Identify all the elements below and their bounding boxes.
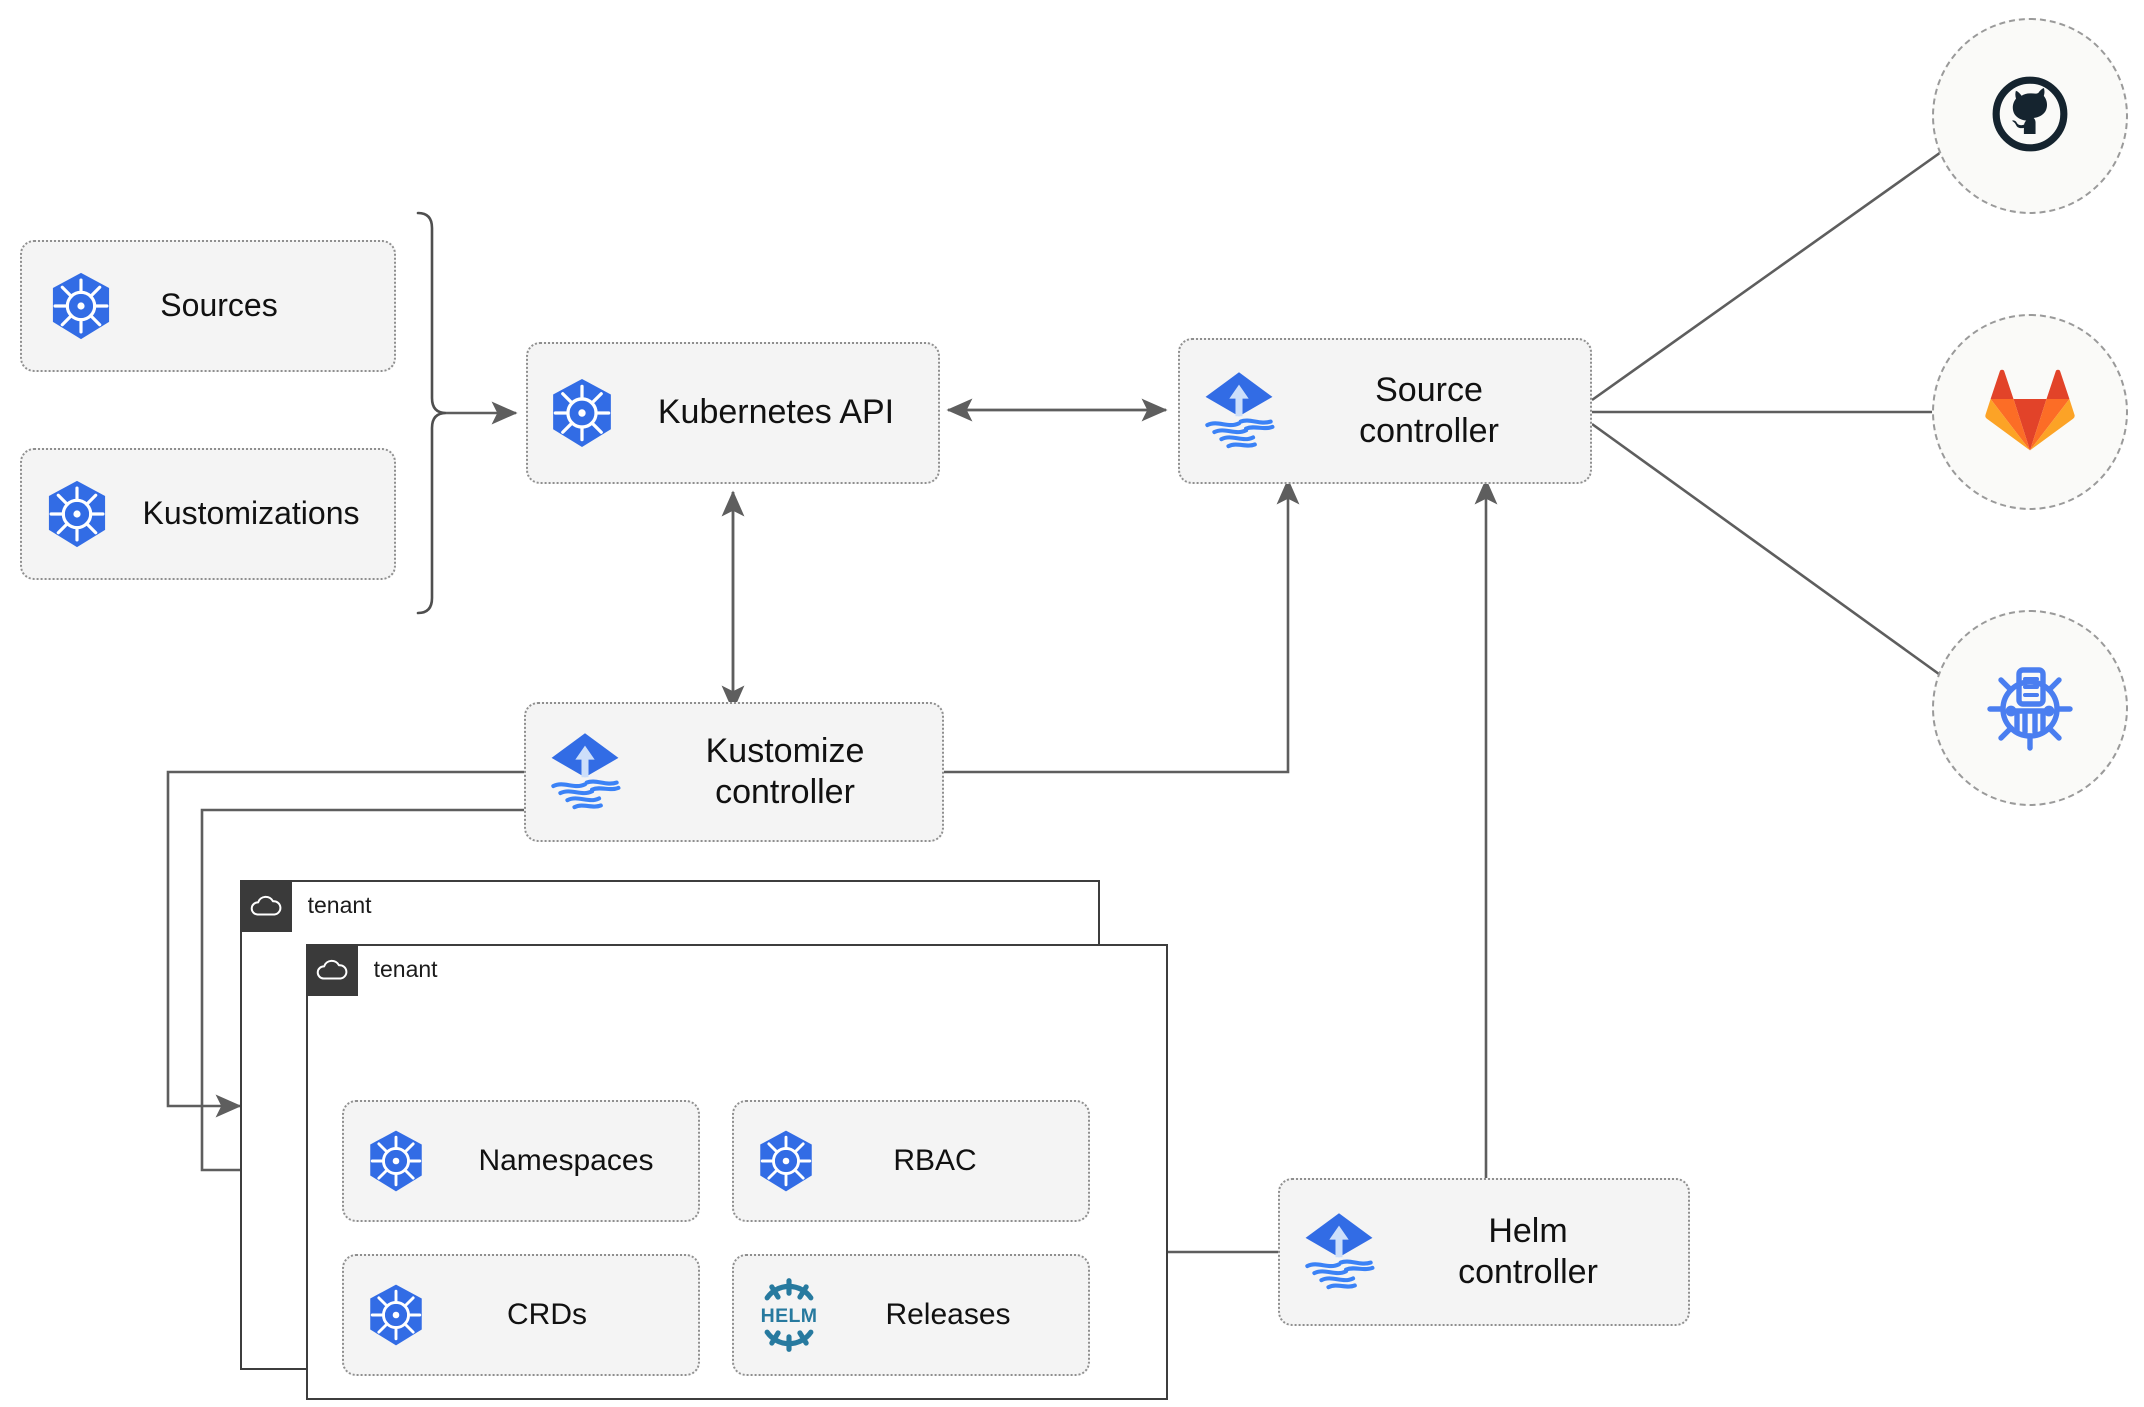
node-sources[interactable]: Sources: [20, 240, 396, 372]
node-label: Helm controller: [1458, 1211, 1598, 1291]
node-label: Source controller: [1359, 370, 1499, 450]
tenant-label: tenant: [307, 892, 372, 919]
tenant-titlebar: tenant: [305, 943, 438, 996]
node-label: Kustomizations: [142, 495, 360, 532]
kubernetes-icon: [22, 270, 140, 342]
node-kustomizations[interactable]: Kustomizations: [20, 448, 396, 580]
github-icon: [1983, 67, 2077, 166]
cloud-icon: [305, 943, 358, 996]
provider-helm-repository[interactable]: [1932, 610, 2128, 806]
tenant-label: tenant: [373, 956, 438, 983]
gitlab-icon: [1984, 366, 2076, 459]
provider-github[interactable]: [1932, 18, 2128, 214]
node-source-controller[interactable]: Source controller: [1178, 338, 1592, 484]
kubernetes-icon: [734, 1128, 838, 1194]
node-helm-controller[interactable]: Helm controller: [1278, 1178, 1690, 1326]
node-label: Namespaces: [478, 1143, 654, 1177]
node-namespaces[interactable]: Namespaces: [342, 1100, 700, 1222]
kubernetes-icon: [22, 478, 132, 550]
kubernetes-icon: [344, 1282, 448, 1348]
kubernetes-icon: [528, 376, 636, 450]
node-releases[interactable]: HELM Releases: [732, 1254, 1090, 1376]
node-label: Releases: [885, 1297, 1011, 1331]
cloud-icon: [239, 879, 292, 932]
tenant-window-inner[interactable]: tenant Namespaces: [305, 943, 1168, 1400]
helm-repository-icon: [1980, 656, 2080, 761]
flux-icon: [1180, 367, 1298, 455]
node-label: RBAC: [893, 1143, 977, 1177]
tenant-titlebar: tenant: [239, 879, 372, 932]
edge-source-to-github: [1591, 126, 1977, 402]
node-label: Kustomize controller: [705, 731, 865, 811]
kubernetes-icon: [344, 1128, 448, 1194]
node-kubernetes-api[interactable]: Kubernetes API: [526, 342, 940, 484]
node-label: Sources: [160, 287, 278, 324]
node-crds[interactable]: CRDs: [342, 1254, 700, 1376]
node-rbac[interactable]: RBAC: [732, 1100, 1090, 1222]
node-label: Kubernetes API: [657, 393, 895, 432]
svg-text:HELM: HELM: [761, 1305, 818, 1327]
flux-icon: [526, 728, 644, 816]
edge-kustomize-to-source: [944, 478, 1300, 774]
provider-gitlab[interactable]: [1932, 314, 2128, 510]
flux-icon: [1280, 1208, 1398, 1296]
node-kustomize-controller[interactable]: Kustomize controller: [524, 702, 944, 842]
helm-icon: HELM: [734, 1276, 844, 1354]
edge-source-to-bucket: [1591, 422, 1977, 702]
resources-group-bracket: [416, 211, 447, 615]
node-label: CRDs: [507, 1297, 587, 1331]
